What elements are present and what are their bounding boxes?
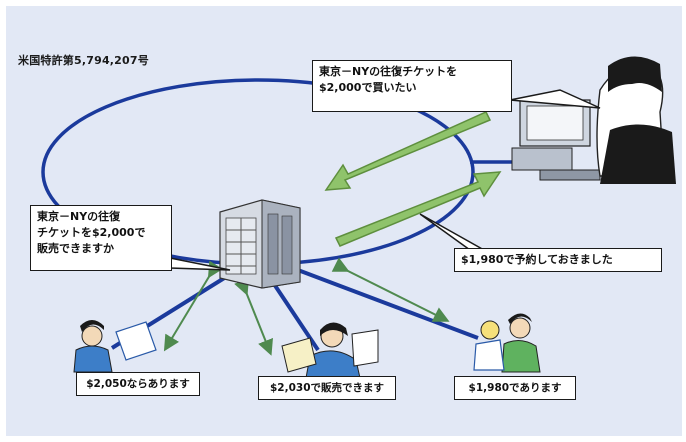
seller-2-icon [281, 322, 379, 379]
seller-reply-1: $2,050ならあります [76, 372, 200, 396]
negotiation-arrow-3 [331, 257, 450, 322]
buyer-request-line-2: $2,000で買いたい [319, 81, 417, 94]
negotiation-arrow-1 [163, 260, 224, 352]
buyer-request-bubble: 東京－NYの往復チケットを $2,000で買いたい [312, 60, 512, 112]
server-query-line-2: チケットを$2,000で [37, 226, 146, 239]
buyer-request-line-1: 東京－NYの往復チケットを [319, 65, 458, 78]
buyer-callout-pointer [509, 89, 601, 109]
seller-1-icon [73, 320, 157, 373]
server-building-icon [219, 199, 301, 289]
negotiation-arrow-2 [234, 277, 273, 356]
booking-confirmation-bubble: $1,980で予約しておきました [454, 248, 662, 272]
booking-callout-pointer [419, 213, 487, 251]
server-query-bubble: 東京－NYの往復 チケットを$2,000で 販売できますか [30, 205, 172, 271]
spoke-seller-3 [281, 262, 479, 340]
seller-reply-3: $1,980であります [454, 376, 576, 400]
buyer-at-computer-icon [511, 56, 676, 184]
seller-3-icon [473, 313, 541, 373]
patent-label: 米国特許第5,794,207号 [18, 54, 149, 67]
request-arrow [324, 111, 492, 191]
server-query-line-1: 東京－NYの往復 [37, 210, 121, 223]
seller-reply-2: $2,030で販売できます [258, 376, 396, 400]
server-query-line-3: 販売できますか [37, 242, 114, 255]
response-arrow [334, 171, 502, 247]
